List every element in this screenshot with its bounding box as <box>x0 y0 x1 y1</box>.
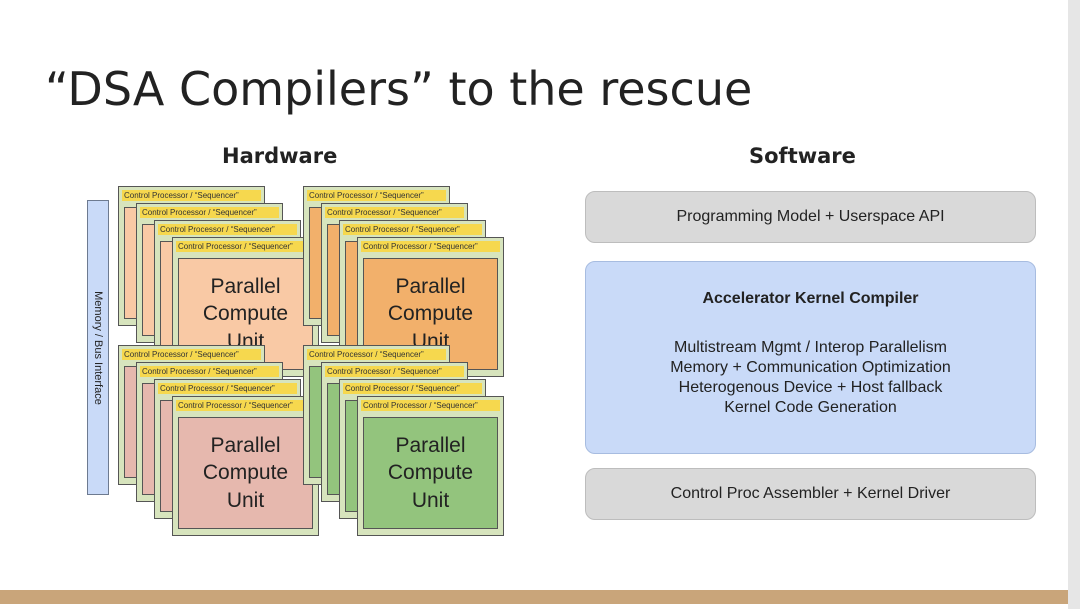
control-processor-label: Control Processor / “Sequencer” <box>307 190 446 201</box>
slide-edge <box>1068 0 1080 609</box>
programming-model-label: Programming Model + Userspace API <box>676 208 945 225</box>
parallel-compute-unit: Parallel Compute Unit <box>363 417 498 529</box>
control-processor-label: Control Processor / “Sequencer” <box>176 400 315 411</box>
control-processor-label: Control Processor / “Sequencer” <box>325 366 464 377</box>
kernel-compiler-title: Accelerator Kernel Compiler <box>702 290 919 307</box>
control-processor-label: Control Processor / “Sequencer” <box>122 190 261 201</box>
software-heading: Software <box>749 144 856 168</box>
kernel-compiler-item: Memory + Communication Optimization <box>670 359 951 376</box>
control-processor-label: Control Processor / “Sequencer” <box>158 383 297 394</box>
control-processor-label: Control Processor / “Sequencer” <box>325 207 464 218</box>
kernel-compiler-box: Accelerator Kernel Compiler Multistream … <box>585 261 1036 454</box>
slide-title: “DSA Compilers” to the rescue <box>45 62 753 116</box>
compute-card: Control Processor / “Sequencer” Parallel … <box>357 396 504 536</box>
programming-model-box: Programming Model + Userspace API <box>585 191 1036 243</box>
assembler-driver-box: Control Proc Assembler + Kernel Driver <box>585 468 1036 520</box>
control-processor-label: Control Processor / “Sequencer” <box>122 349 261 360</box>
control-processor-label: Control Processor / “Sequencer” <box>176 241 315 252</box>
memory-bus-interface: Memory / Bus Interface <box>87 200 109 495</box>
footer-accent-bar <box>0 590 1068 604</box>
control-processor-label: Control Processor / “Sequencer” <box>361 241 500 252</box>
kernel-compiler-item: Kernel Code Generation <box>724 399 897 416</box>
control-processor-label: Control Processor / “Sequencer” <box>343 224 482 235</box>
control-processor-label: Control Processor / “Sequencer” <box>361 400 500 411</box>
hardware-heading: Hardware <box>222 144 338 168</box>
kernel-compiler-items: Multistream Mgmt / Interop Parallelism M… <box>586 338 1035 418</box>
memory-bus-label: Memory / Bus Interface <box>92 290 104 405</box>
assembler-driver-label: Control Proc Assembler + Kernel Driver <box>670 485 951 502</box>
compute-card: Control Processor / “Sequencer” Parallel … <box>172 396 319 536</box>
control-processor-label: Control Processor / “Sequencer” <box>140 207 279 218</box>
kernel-compiler-item: Multistream Mgmt / Interop Parallelism <box>674 339 947 356</box>
control-processor-label: Control Processor / “Sequencer” <box>158 224 297 235</box>
control-processor-label: Control Processor / “Sequencer” <box>307 349 446 360</box>
kernel-compiler-item: Heterogenous Device + Host fallback <box>678 379 943 396</box>
control-processor-label: Control Processor / “Sequencer” <box>343 383 482 394</box>
control-processor-label: Control Processor / “Sequencer” <box>140 366 279 377</box>
parallel-compute-unit: Parallel Compute Unit <box>178 417 313 529</box>
